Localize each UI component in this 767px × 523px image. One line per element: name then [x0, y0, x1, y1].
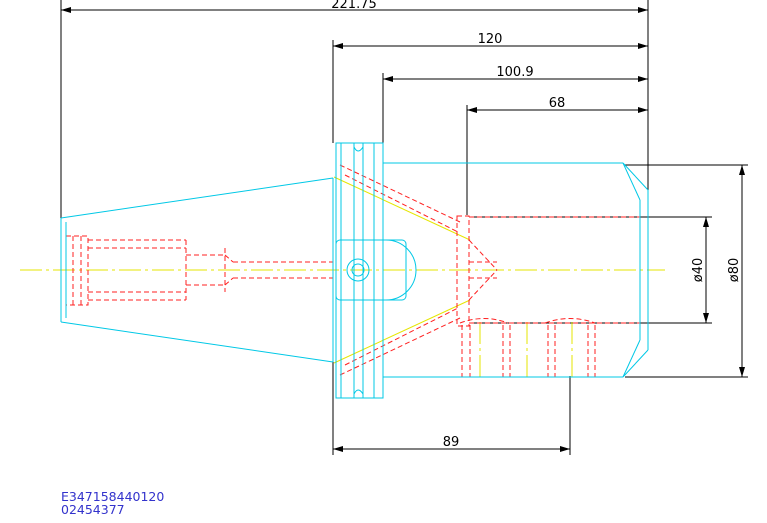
dimension-overall-length: 221.75 — [331, 0, 377, 12]
dimension-100-9: 100.9 — [496, 65, 533, 80]
dimension-89: 89 — [443, 435, 460, 450]
dimension-diameter-40: ø40 — [691, 258, 706, 283]
part-code-line-1: E347158440120 — [61, 489, 165, 504]
dimension-lines — [60, 0, 748, 455]
dimension-120: 120 — [478, 32, 503, 47]
centerlines — [20, 176, 665, 377]
dimension-68: 68 — [549, 96, 566, 111]
part-outline — [60, 142, 649, 399]
part-code-block: E347158440120 02454377 — [61, 490, 164, 516]
dimension-diameter-80: ø80 — [727, 258, 742, 283]
part-code-line-2: 02454377 — [61, 502, 125, 517]
hidden-lines — [65, 164, 640, 377]
